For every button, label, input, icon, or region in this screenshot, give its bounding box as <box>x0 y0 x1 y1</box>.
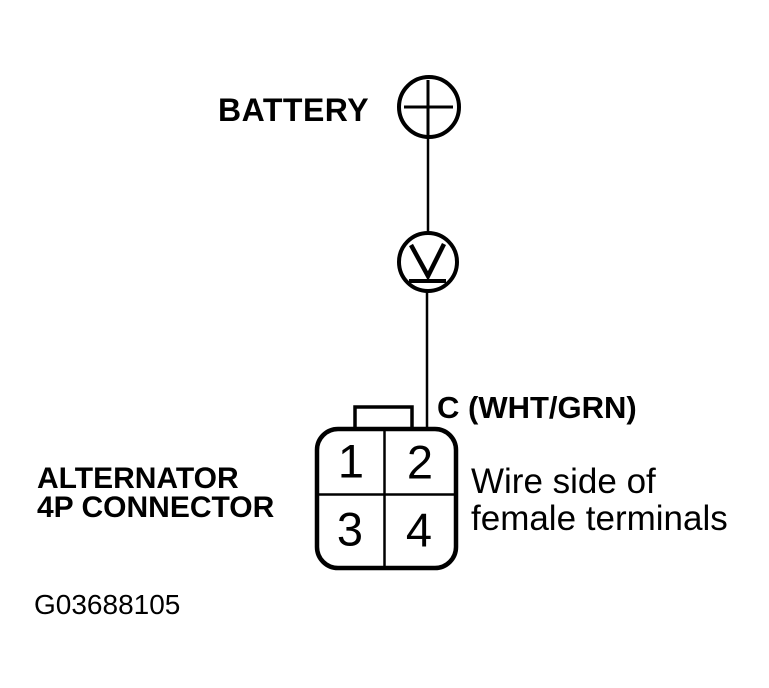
wire-side-note-line1: Wire side of <box>471 462 656 501</box>
connector-pin-3: 3 <box>336 502 364 556</box>
wire-terminal-label: C (WHT/GRN) <box>437 390 637 425</box>
connector-tab <box>353 405 414 432</box>
connector-label-line1: ALTERNATOR <box>37 462 239 495</box>
wire-side-note: Wire side of female terminals <box>471 463 728 537</box>
wire-side-note-line2: female terminals <box>471 499 728 538</box>
battery-plus-icon <box>397 75 461 139</box>
connector-pin-1: 1 <box>337 434 365 488</box>
figure-id: G03688105 <box>34 589 181 620</box>
voltmeter-icon <box>397 231 459 293</box>
connector-pin-2: 2 <box>406 435 434 489</box>
connector-body <box>314 426 459 571</box>
connector-pin-4: 4 <box>405 503 433 557</box>
battery-label: BATTERY <box>218 92 370 128</box>
connector-label-line2: 4P CONNECTOR <box>37 491 275 524</box>
connector-label: ALTERNATOR 4P CONNECTOR <box>37 462 275 524</box>
voltmeter-v-glyph <box>409 242 447 281</box>
